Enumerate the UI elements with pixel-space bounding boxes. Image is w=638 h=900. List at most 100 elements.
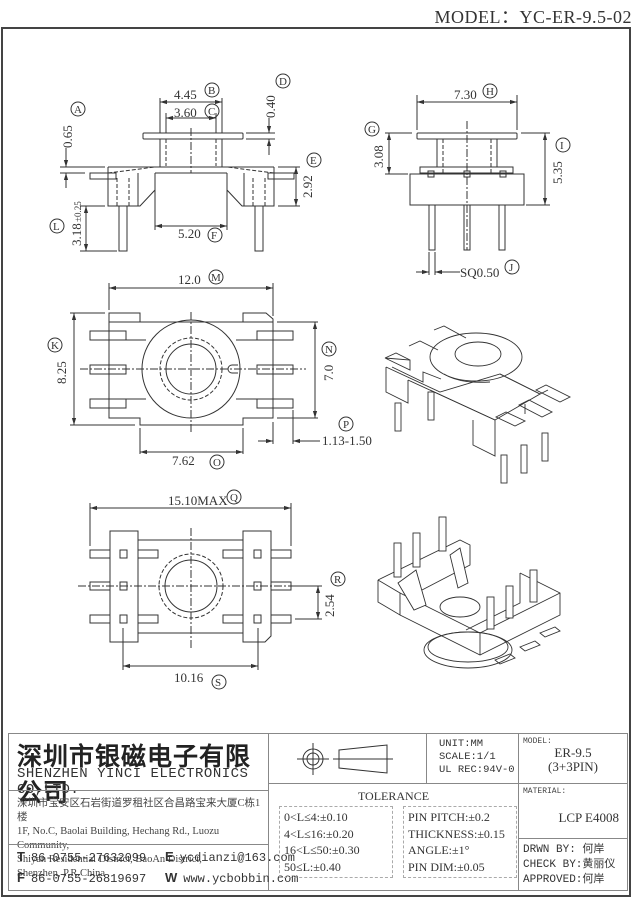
front-view <box>60 98 300 252</box>
dim-e-value: 2.92 <box>300 175 315 198</box>
dim-q-value: 15.10MAX <box>168 493 228 508</box>
tel-contact: T 86-0755-27632099 <box>17 847 153 868</box>
dim-m-value: 12.0 <box>178 272 201 287</box>
web-key: W <box>165 870 178 885</box>
company-address: 深圳市宝安区石岩街道罗租社区合昌路宝来大厦C栋1楼 1F, No.C, Baol… <box>17 797 267 881</box>
dim-d-tag: D <box>279 76 287 88</box>
dim-a-value: 0.65 <box>60 125 75 148</box>
divider <box>9 790 268 791</box>
ul-rec-text: UL REC:94V-0 <box>439 764 515 776</box>
dim-f-tag: F <box>211 230 217 242</box>
side-view <box>385 95 550 275</box>
unit-text: UNIT:MM <box>439 738 484 750</box>
technical-drawing: 4.45 B 3.60 C D 0.40 A 0.65 E 2.92 5.20 … <box>47 73 572 690</box>
bottom-view <box>78 503 322 670</box>
dim-s-tag: S <box>215 677 221 689</box>
tolerance-general: 0<L≤4:±0.10 4<L≤16:±0.20 16<L≤50:±0.30 5… <box>279 806 393 878</box>
web-value[interactable]: www.ycbobbin.com <box>183 872 299 886</box>
top-view <box>70 283 320 455</box>
dim-j-value: SQ0.50 <box>460 265 499 280</box>
email-key: E <box>165 849 174 864</box>
dim-q-tag: Q <box>230 492 238 504</box>
fax-key: F <box>17 870 25 885</box>
dim-n-tag: N <box>325 344 333 356</box>
tel-key: T <box>17 849 25 864</box>
company-name-cn: 深圳市银磁电子有限公司 <box>17 742 252 807</box>
tolerance-row: 50≤L:±0.40 <box>284 859 341 874</box>
unit-scale-cell: UNIT:MM SCALE:1/1 UL REC:94V-0 <box>427 734 519 784</box>
email-value[interactable]: ycdianzi@163.com <box>179 851 295 865</box>
dim-m-tag: M <box>211 272 221 284</box>
tolerance-row: ANGLE:±1° <box>408 843 470 857</box>
dim-g-tag: G <box>368 124 376 136</box>
third-angle-projection-icon <box>297 743 393 775</box>
dim-b-tag: B <box>208 85 215 97</box>
tolerance-row: PIN DIM:±0.05 <box>408 859 485 874</box>
company-name-en: SHENZHEN YINCI ELECTRONICS CO,LTD. <box>17 766 249 798</box>
model-title: MODEL：YC-ER-9.5-02 <box>434 7 632 27</box>
tolerance-row: THICKNESS:±0.15 <box>408 826 505 841</box>
dim-g-value: 3.08 <box>371 145 386 168</box>
material-value: LCP E4008 <box>558 810 619 825</box>
tel-value: 86-0755-27632099 <box>30 851 147 865</box>
dim-c-tag: C <box>208 106 215 118</box>
dim-a-tag: A <box>74 104 82 116</box>
isometric-view-top <box>384 325 572 484</box>
dim-f-value: 5.20 <box>178 226 201 241</box>
dim-n-value: 7.0 <box>321 365 336 381</box>
address-line: 1F, No.C, Baolai Building, Hechang Rd., … <box>17 826 220 851</box>
dim-i-value: 5.35 <box>550 161 565 184</box>
dim-o-value: 7.62 <box>172 453 195 468</box>
tolerance-row: PIN PITCH:±0.2 <box>408 810 490 824</box>
dim-r-value: 2.54 <box>322 594 337 617</box>
dim-s-value: 10.16 <box>174 670 204 685</box>
projection-symbol-cell <box>269 734 427 784</box>
material-label: MATERIAL: <box>523 787 567 796</box>
approved-by: APPROVED:何岸 <box>523 874 605 886</box>
address-line: 深圳市宝安区石岩街道罗租社区合昌路宝来大厦C栋1楼 <box>17 798 261 823</box>
dim-l-tolerance: ±0.25 <box>73 201 83 222</box>
drawing-frame <box>1 27 631 897</box>
scale-text: SCALE:1/1 <box>439 751 496 763</box>
dim-i-tag: I <box>560 140 564 152</box>
tolerance-row: 4<L≤16:±0.20 <box>284 826 354 841</box>
dim-e-tag: E <box>310 155 317 167</box>
dim-p-tag: P <box>343 419 349 431</box>
fax-value: 86-0755-26819697 <box>30 872 147 886</box>
address-line: Shenzhen, P.R.China <box>17 868 106 879</box>
material-cell: MATERIAL: LCP E4008 <box>519 784 627 839</box>
tolerance-specific: PIN PITCH:±0.2 THICKNESS:±0.15 ANGLE:±1°… <box>403 806 517 878</box>
model-value: ER-9.5 <box>554 745 592 760</box>
divider <box>9 844 268 845</box>
company-section: 深圳市银磁电子有限公司 SHENZHEN YINCI ELECTRONICS C… <box>9 734 299 890</box>
dim-h-tag: H <box>486 86 494 98</box>
isometric-view-bottom <box>377 516 561 669</box>
dim-b-value: 4.45 <box>174 87 197 102</box>
dim-c-value: 3.60 <box>174 105 197 120</box>
model-label: MODEL: <box>523 737 552 746</box>
address-line: Shiyan Residential District, BaoAn Distr… <box>17 854 202 865</box>
fax-contact: F 86-0755-26819697 <box>17 868 153 889</box>
tolerance-row: 16<L≤50:±0.30 <box>284 843 360 857</box>
title-block: 深圳市银磁电子有限公司 SHENZHEN YINCI ELECTRONICS C… <box>8 733 628 891</box>
signoff-cell: DRWN BY: 何岸 CHECK BY:黄丽仪 APPROVED:何岸 <box>519 839 627 890</box>
dim-r-tag: R <box>334 574 342 586</box>
model-cell: MODEL: ER-9.5 (3+3PIN) <box>519 734 627 784</box>
dim-k-tag: K <box>51 340 59 352</box>
dim-l-value: 3.18 <box>69 223 84 246</box>
dim-p-value: 1.13-1.50 <box>322 433 372 448</box>
dim-d-value: 0.40 <box>263 95 278 118</box>
dim-k-value: 8.25 <box>54 361 69 384</box>
tolerance-cell: TOLERANCE 0<L≤4:±0.10 4<L≤16:±0.20 16<L≤… <box>269 784 519 890</box>
tolerance-title: TOLERANCE <box>357 789 430 803</box>
dim-l-tag: L <box>53 221 60 233</box>
dim-o-tag: O <box>213 457 221 469</box>
dim-h-value: 7.30 <box>454 87 477 102</box>
model-pins: (3+3PIN) <box>548 759 598 774</box>
tolerance-row: 0<L≤4:±0.10 <box>284 810 348 824</box>
dim-j-tag: J <box>509 262 514 274</box>
drawn-by: DRWN BY: 何岸 <box>523 844 605 856</box>
